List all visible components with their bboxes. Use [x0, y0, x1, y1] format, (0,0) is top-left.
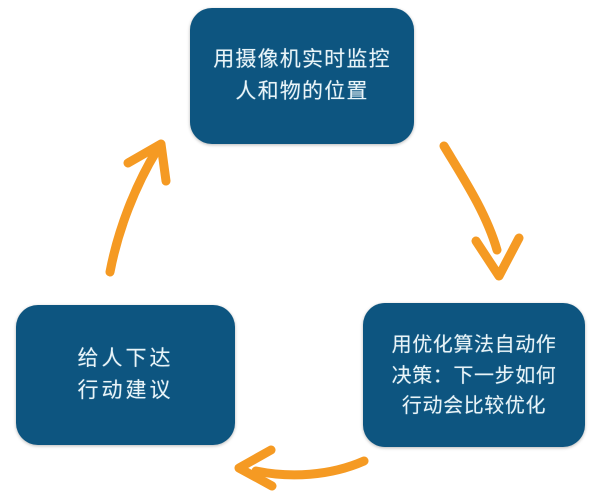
arrow-monitor-to-decision: [439, 141, 524, 281]
node-decision-label: 用优化算法自动作 决策：下一步如何 行动会比较优化: [391, 332, 557, 418]
node-advice-label: 给人下达 行动建议: [77, 346, 174, 402]
node-advice[interactable]: 给人下达 行动建议: [16, 305, 235, 445]
node-monitor-label: 用摄像机实时监控 人和物的位置: [213, 47, 391, 103]
arrow-advice-to-monitor: [105, 139, 171, 277]
node-monitor[interactable]: 用摄像机实时监控 人和物的位置: [190, 8, 414, 144]
arrow-decision-to-advice: [234, 445, 369, 491]
node-decision[interactable]: 用优化算法自动作 决策：下一步如何 行动会比较优化: [363, 303, 585, 447]
